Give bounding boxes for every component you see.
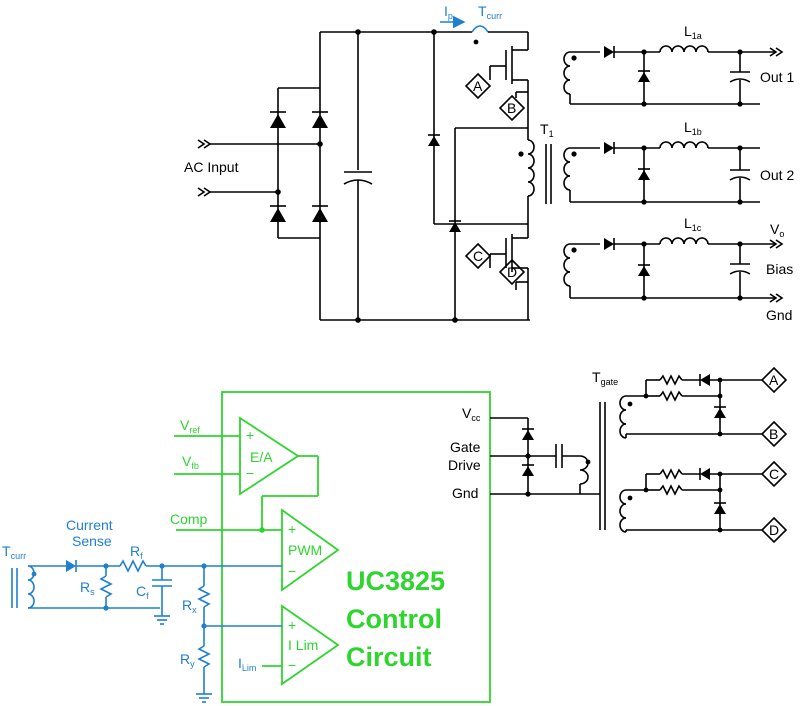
ac-input-label: AC Input bbox=[184, 159, 239, 175]
l1b-label: L1b bbox=[684, 119, 702, 137]
bias-label: Bias bbox=[766, 261, 793, 277]
node-c-gate-label: C bbox=[769, 466, 779, 482]
rx-label: Rx bbox=[182, 597, 197, 615]
tcurr2-label: Tcurr bbox=[2, 543, 26, 561]
ea-amp bbox=[239, 416, 300, 496]
node-b-gate-label: B bbox=[769, 426, 778, 442]
node-b-gate bbox=[760, 420, 788, 448]
node-d-gate-label: D bbox=[769, 522, 779, 538]
node-a-gate-label: A bbox=[769, 372, 779, 388]
node-b-power-label: B bbox=[507, 100, 516, 116]
gnd-out-label: Gnd bbox=[766, 307, 792, 323]
vref-label: Vref bbox=[180, 417, 200, 435]
gate-drive bbox=[490, 366, 788, 544]
ac-input-terminals bbox=[197, 139, 320, 197]
pwm-comparator bbox=[281, 508, 340, 592]
node-b-power bbox=[498, 94, 526, 122]
rs-label: Rs bbox=[80, 579, 95, 597]
cf-label: Cf bbox=[136, 583, 149, 601]
drive-label: Drive bbox=[448, 457, 481, 473]
ea-plus: + bbox=[246, 427, 254, 443]
node-c-power bbox=[464, 242, 492, 270]
rf-label: Rf bbox=[130, 543, 143, 561]
uc3825-title: UC3825 bbox=[346, 566, 445, 596]
node-d-power bbox=[498, 258, 526, 286]
pwm-plus: + bbox=[288, 521, 296, 537]
power-stage bbox=[197, 15, 784, 323]
comp-label: Comp bbox=[170, 511, 208, 527]
out2-label: Out 2 bbox=[760, 167, 794, 183]
gate-label: Gate bbox=[450, 439, 481, 455]
ilim-amp bbox=[281, 604, 340, 686]
out1-label: Out 1 bbox=[760, 69, 794, 85]
transformer-t1 bbox=[518, 128, 552, 224]
node-c-power-label: C bbox=[473, 248, 483, 264]
gnd-ctrl-label: Gnd bbox=[452, 485, 478, 501]
bridge-rectifier bbox=[270, 32, 328, 320]
vcc-label: Vcc bbox=[462, 405, 481, 423]
ry-label: Ry bbox=[180, 651, 195, 669]
mosfet-top bbox=[489, 32, 529, 128]
secondary-bias bbox=[563, 237, 784, 303]
ilim-input-label: ILim bbox=[238, 655, 256, 673]
ea-label: E/A bbox=[250, 449, 273, 465]
pwm-minus: − bbox=[288, 563, 296, 579]
control-title: Control bbox=[346, 604, 442, 634]
ilim-minus: − bbox=[288, 657, 296, 673]
node-c-gate bbox=[760, 460, 788, 488]
node-d-power-label: D bbox=[507, 264, 517, 280]
tgate-label: Tgate bbox=[592, 369, 618, 387]
vfb-label: Vfb bbox=[182, 453, 199, 471]
tcurr-label: Tcurr bbox=[478, 3, 502, 21]
pwm-label: PWM bbox=[288, 542, 322, 558]
ilim-amp-label: I Lim bbox=[288, 637, 318, 653]
t1-label: T1 bbox=[540, 121, 554, 139]
sense-label: Sense bbox=[72, 533, 112, 549]
current-label: Current bbox=[66, 517, 113, 533]
node-a-power bbox=[464, 72, 492, 100]
uc3825-box bbox=[221, 391, 491, 703]
l1a-label: L1a bbox=[684, 23, 702, 41]
circuit-title: Circuit bbox=[346, 642, 432, 672]
l1c-label: L1c bbox=[684, 215, 702, 233]
ilim-plus: + bbox=[288, 617, 296, 633]
node-d-gate bbox=[760, 516, 788, 544]
mosfet-bottom bbox=[489, 224, 529, 320]
secondary-out2 bbox=[563, 141, 760, 205]
current-sense-network bbox=[11, 559, 282, 703]
node-a-power-label: A bbox=[473, 78, 483, 94]
control-ic bbox=[174, 391, 491, 703]
node-a-gate bbox=[760, 366, 788, 394]
ip-label: Ip bbox=[444, 3, 453, 21]
vo-label: Vo bbox=[770, 221, 784, 239]
ea-minus: − bbox=[246, 465, 254, 481]
secondary-out1 bbox=[563, 45, 784, 107]
